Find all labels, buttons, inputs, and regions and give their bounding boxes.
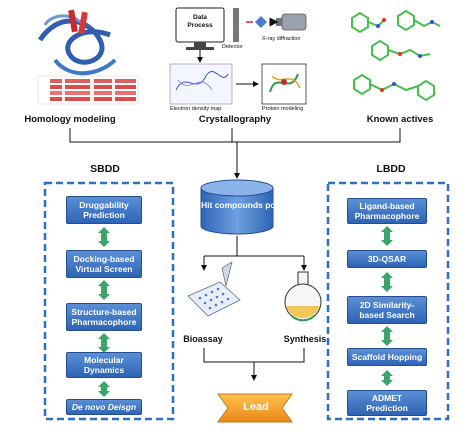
sbdd-step-structure-pharmacophore: Structure-based Pharmacophore (66, 303, 142, 331)
synthesis-label: Synthesis (283, 334, 327, 344)
lbdd-connectors (381, 226, 393, 386)
data-process-label: Data Process (187, 14, 213, 29)
sbdd-step-druggability: Druggability Prediction (66, 196, 142, 224)
ligand-structure-icon (371, 39, 431, 62)
lbdd-step-admet: ADMET Prediction (347, 390, 427, 416)
ligand-structure-icon (397, 9, 441, 32)
sbdd-step-de-novo: De novo Deisgn (66, 399, 142, 415)
lbdd-step-2d-similarity: 2D Similarity- based Search (347, 296, 427, 324)
computer-monitor-icon (175, 7, 225, 50)
xray-label: X-ray diffraction (262, 36, 301, 42)
lbdd-title: LBDD (376, 163, 406, 175)
homology-graphic (37, 9, 139, 105)
detector-label: Detector (222, 44, 243, 50)
center-flow (201, 236, 307, 381)
crystallography-graphic (169, 7, 307, 105)
protein-model-icon (261, 63, 307, 105)
crystallography-label: Crystallography (198, 114, 272, 125)
electron-density-map-icon (169, 63, 233, 105)
bioassay-plate-icon (187, 261, 241, 317)
sbdd-title: SBDD (90, 163, 120, 175)
crystal-icon (246, 16, 267, 28)
protein-ribbon-icon (37, 9, 117, 76)
sbdd-step-docking: Docking-based Virtual Screen (66, 250, 142, 278)
known-actives-label: Known actives (366, 114, 434, 125)
density-map-label: Electron density map (170, 106, 222, 112)
lead-arrow (217, 393, 293, 423)
lbdd-step-scaffold-hopping: Scaffold Hopping (347, 348, 427, 366)
known-actives-graphic (351, 9, 441, 102)
sbdd-connectors (98, 227, 110, 397)
lbdd-panel (326, 181, 450, 421)
detector-icon (233, 8, 239, 42)
xray-source-icon (269, 13, 307, 31)
merge-connector (69, 128, 401, 179)
hit-pool-cylinder (200, 179, 274, 235)
lbdd-step-ligand-pharmacophore: Ligand-based Pharmacophore (347, 198, 427, 224)
bioassay-label: Bioassay (183, 334, 223, 344)
sbdd-step-molecular-dynamics: Molecular Dynamics (66, 352, 142, 378)
synthesis-flask-icon (284, 271, 322, 322)
homology-modeling-label: Homology modeling (24, 114, 116, 125)
lbdd-step-3d-qsar: 3D-QSAR (347, 250, 427, 268)
sbdd-panel (43, 181, 175, 421)
ligand-structure-icon (353, 73, 435, 102)
ligand-structure-icon (351, 11, 386, 34)
lead-label: Lead (243, 401, 269, 413)
protein-modeling-label: Protein modeling (262, 106, 304, 112)
hit-pool-label: Hit compounds pool (201, 200, 284, 210)
sequence-alignment-icon (37, 75, 139, 105)
